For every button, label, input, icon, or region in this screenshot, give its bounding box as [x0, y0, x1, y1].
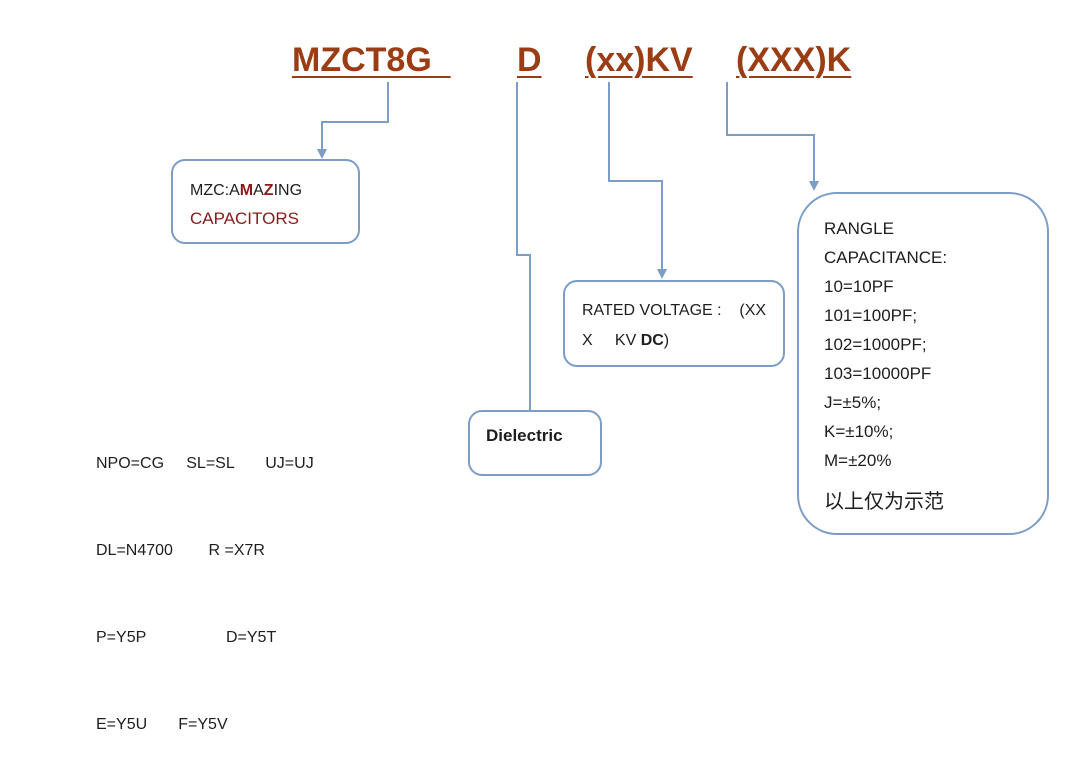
example-note: 以上仅为示范 — [824, 489, 944, 513]
dielectric-code-row: E=Y5U F=Y5V — [96, 716, 228, 733]
voltage-dc: DC — [640, 332, 664, 349]
range-line: K=±10%; — [824, 422, 894, 441]
dielectric-code-row: NPO=CG SL=SL UJ=UJ — [96, 455, 314, 472]
dielectric-label: Dielectric — [486, 426, 563, 445]
voltage-close: ) — [663, 332, 670, 349]
dielectric-code-row: DL=N4700 R =X7R — [96, 542, 265, 559]
connector-k-to-range — [726, 82, 819, 191]
range-line: 102=1000PF; — [824, 335, 927, 354]
dielectric-code-list: NPO=CG SL=SL UJ=UJ DL=N4700 R =X7R P=Y5P… — [96, 391, 314, 768]
range-line: RANGLE — [824, 219, 894, 238]
range-line: J=±5%; — [824, 393, 882, 412]
voltage-unit: X KV — [582, 332, 641, 349]
connector-kv-to-voltage — [608, 82, 667, 279]
brand-a: A — [253, 182, 264, 199]
brand-line-1: MZC:AMAZING — [190, 176, 358, 206]
code-series: MZCT8G — [292, 41, 451, 79]
range-line: CAPACITANCE: — [824, 248, 948, 267]
connector-d-to-dielectric — [516, 82, 535, 430]
brand-m: M — [239, 182, 254, 199]
brand-box: MZC:AMAZING CAPACITORS — [171, 159, 360, 244]
dielectric-box: Dielectric — [468, 410, 602, 476]
code-dielectric: D — [517, 41, 542, 79]
connector-lines — [317, 82, 819, 430]
range-line: M=±20% — [824, 451, 892, 470]
range-line: 10=10PF — [824, 277, 894, 296]
connector-series-to-brand — [317, 82, 389, 159]
code-capacitance: (XXX)K — [736, 41, 852, 79]
range-line: 101=100PF; — [824, 306, 918, 325]
brand-prefix: MZC:A — [190, 182, 240, 199]
brand-suffix: ING — [273, 182, 303, 199]
voltage-box: RATED VOLTAGE : (XX X KV DC) — [563, 280, 785, 367]
voltage-line-1: RATED VOLTAGE : (XX — [582, 302, 767, 319]
dielectric-code-row: P=Y5P D=Y5T — [96, 629, 277, 646]
code-voltage: (xx)KV — [585, 41, 693, 79]
voltage-line-2: X KV DC) — [582, 326, 783, 356]
capacitance-range-box: RANGLE CAPACITANCE: 10=10PF 101=100PF; 1… — [797, 192, 1049, 535]
brand-line-2: CAPACITORS — [190, 209, 299, 228]
brand-z: Z — [263, 182, 274, 199]
range-line: 103=10000PF — [824, 364, 932, 383]
